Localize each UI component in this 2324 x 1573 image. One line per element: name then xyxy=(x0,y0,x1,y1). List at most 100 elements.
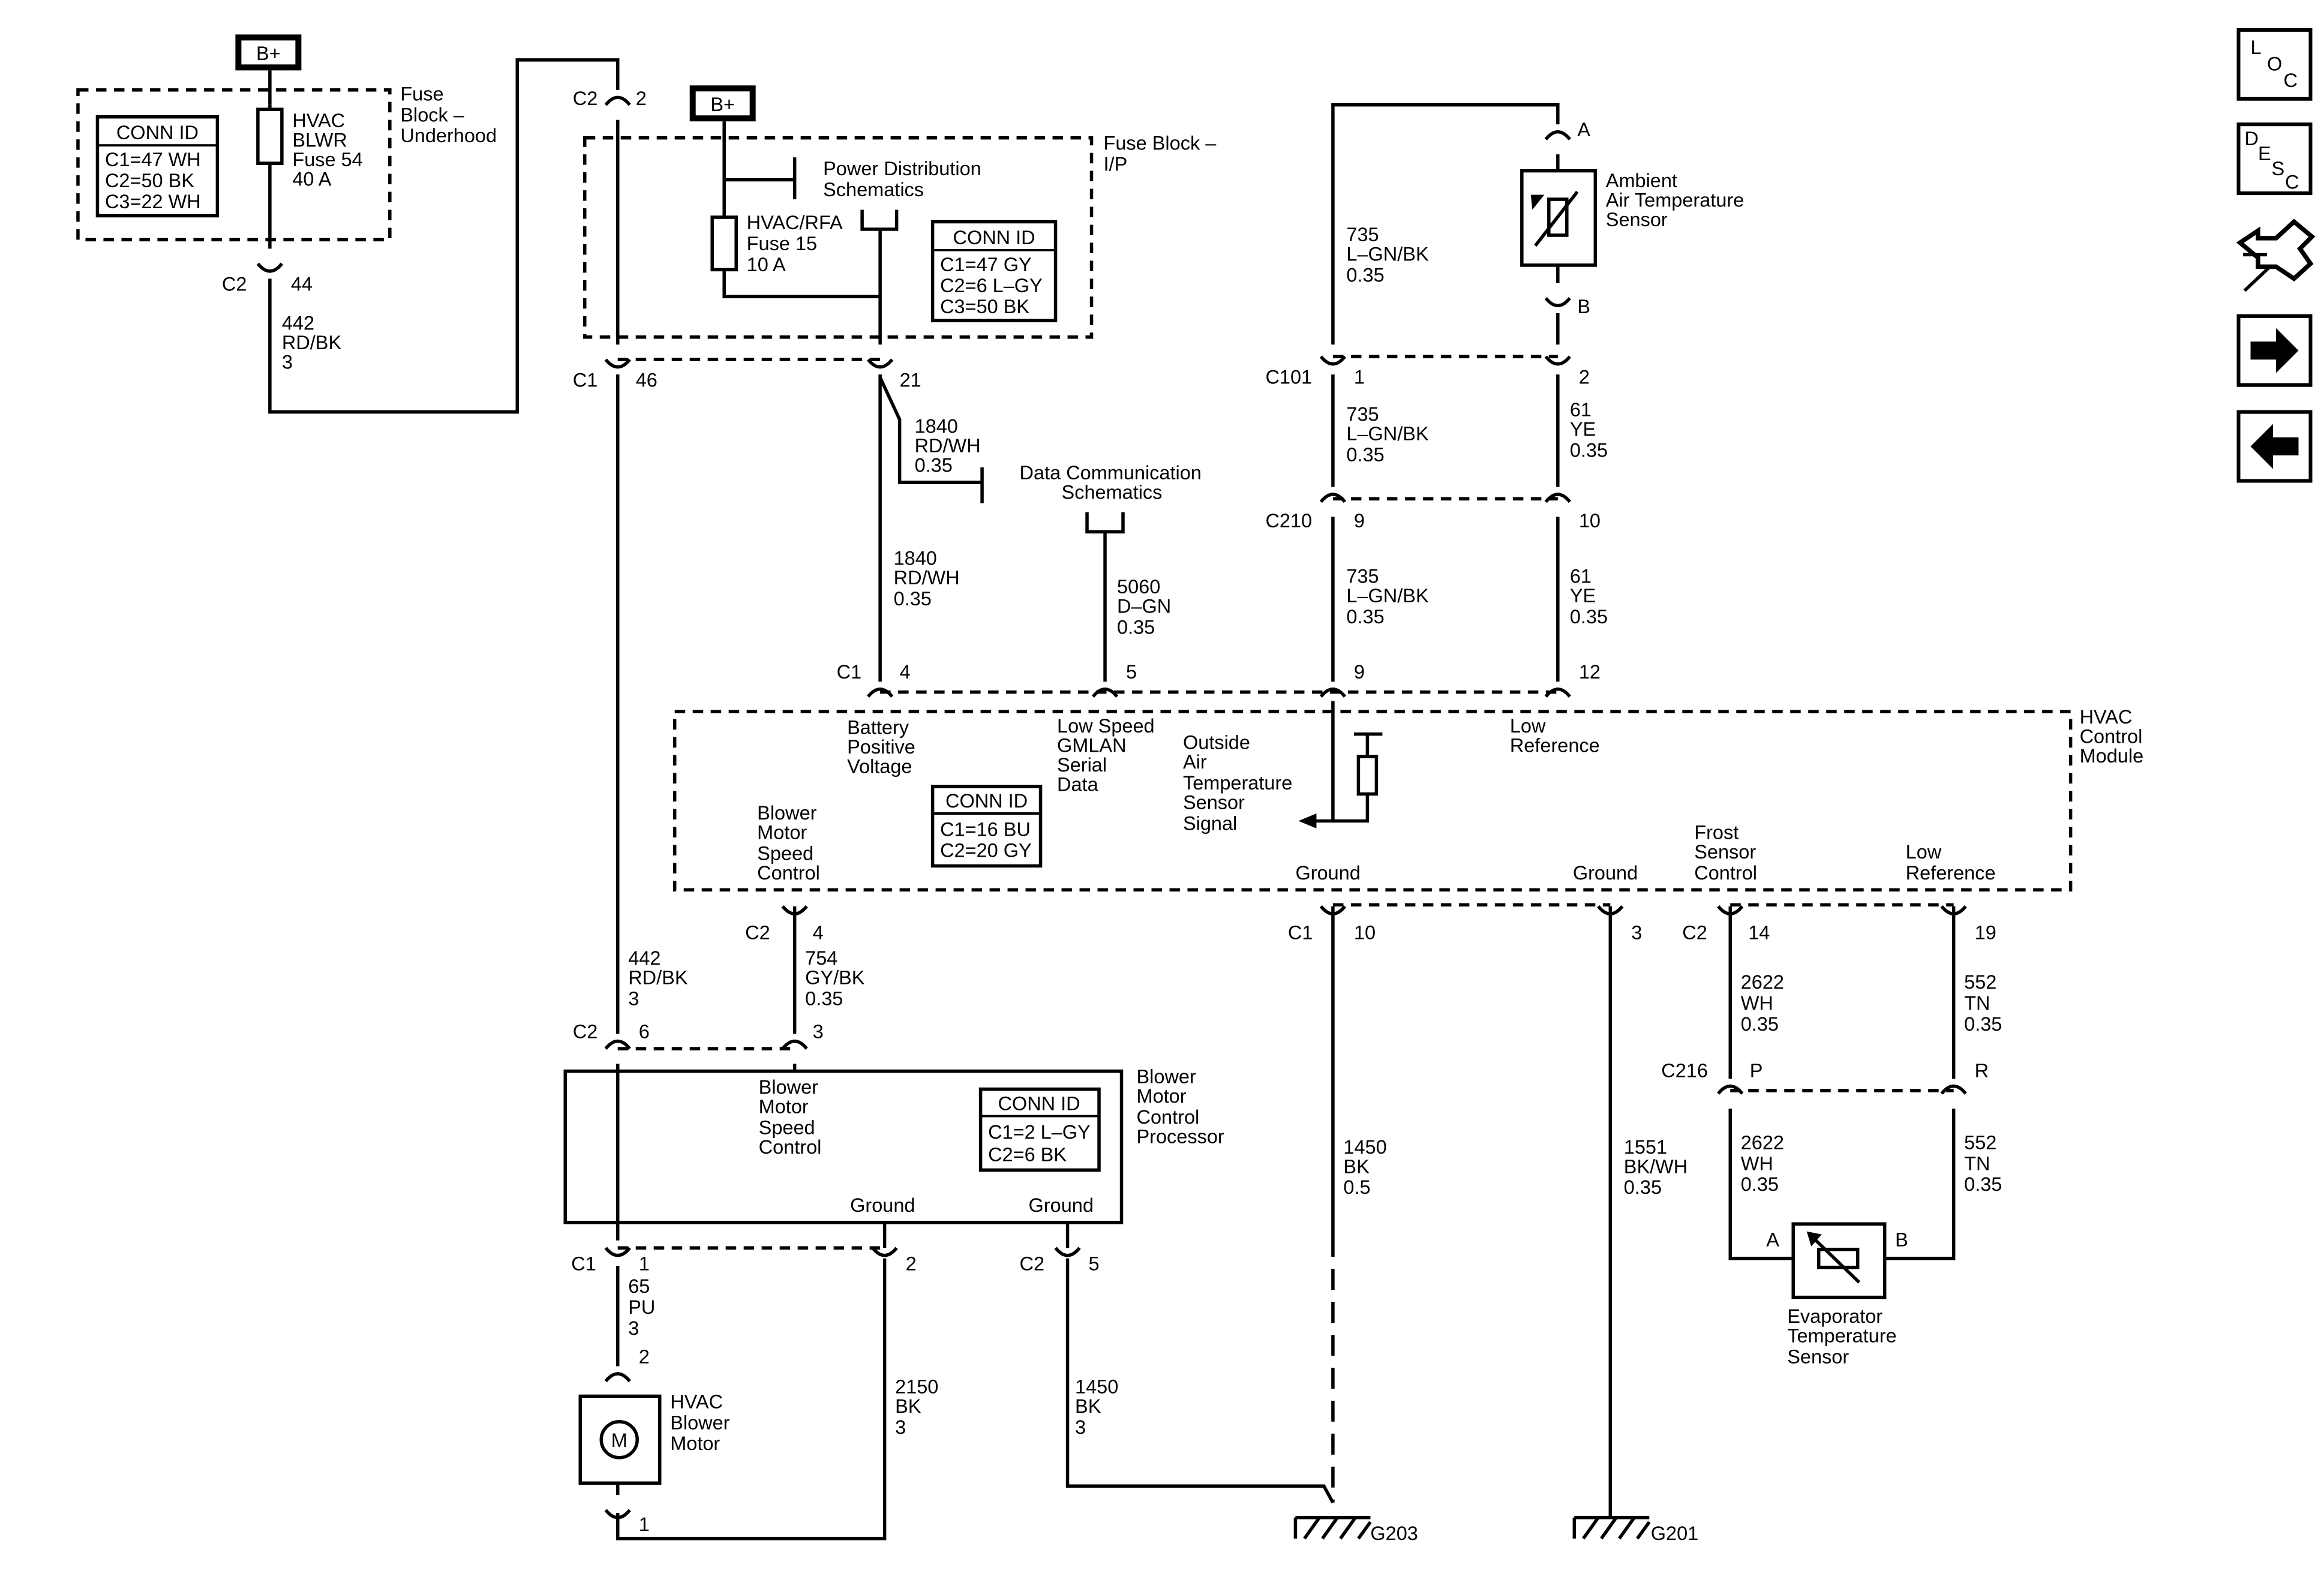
wire-labels: 442 RD/BK 3 1840 RD/WH 0.35 1840 RD/WH 0… xyxy=(282,224,2002,1438)
svg-text:552: 552 xyxy=(1964,1131,1996,1153)
loc-button[interactable]: L O C xyxy=(2236,28,2313,101)
svg-text:Schematics: Schematics xyxy=(823,179,924,200)
svg-text:Processor: Processor xyxy=(1137,1125,1224,1147)
svg-text:Positive: Positive xyxy=(847,736,915,758)
svg-text:Temperature: Temperature xyxy=(1787,1325,1896,1346)
svg-text:L–GN/BK: L–GN/BK xyxy=(1346,423,1429,445)
svg-text:Ground: Ground xyxy=(850,1194,915,1216)
svg-text:Motor: Motor xyxy=(670,1433,720,1454)
svg-text:E: E xyxy=(2258,143,2271,164)
svg-text:12: 12 xyxy=(1579,661,1601,683)
svg-text:2622: 2622 xyxy=(1741,1131,1784,1153)
svg-text:Reference: Reference xyxy=(1510,735,1600,757)
svg-text:Control: Control xyxy=(2080,726,2143,748)
svg-text:Module: Module xyxy=(2080,745,2144,767)
svg-text:M: M xyxy=(611,1430,627,1451)
svg-text:0.35: 0.35 xyxy=(1570,440,1608,461)
svg-text:1450: 1450 xyxy=(1343,1136,1386,1158)
wires xyxy=(268,58,1956,1541)
svg-text:Reference: Reference xyxy=(1906,862,1996,884)
svg-text:TN: TN xyxy=(1964,992,1990,1014)
svg-text:C1: C1 xyxy=(571,1253,596,1275)
ground-g201: G201 xyxy=(1572,1515,1698,1544)
svg-text:C2: C2 xyxy=(745,922,770,944)
svg-text:C1: C1 xyxy=(573,369,598,391)
svg-text:2: 2 xyxy=(1579,366,1590,388)
svg-text:S: S xyxy=(2272,158,2285,179)
svg-text:Low: Low xyxy=(1906,841,1942,863)
svg-text:61: 61 xyxy=(1570,565,1592,587)
svg-text:2: 2 xyxy=(636,88,647,109)
svg-text:5: 5 xyxy=(1089,1253,1100,1275)
svg-text:HVAC: HVAC xyxy=(670,1391,723,1412)
svg-text:C: C xyxy=(2285,172,2299,193)
svg-text:HVAC: HVAC xyxy=(292,110,345,131)
svg-text:I/P: I/P xyxy=(1104,154,1128,175)
arrow-left-icon xyxy=(2250,424,2299,469)
svg-text:2: 2 xyxy=(639,1346,650,1367)
svg-text:10: 10 xyxy=(1579,510,1601,532)
svg-text:RD/BK: RD/BK xyxy=(628,967,688,989)
svg-text:5: 5 xyxy=(1126,661,1137,683)
svg-text:9: 9 xyxy=(1354,510,1365,532)
svg-text:1: 1 xyxy=(639,1514,650,1535)
connector-labels: C2 2 C2 44 C1 46 21 C101 1 2 A B C210 9 … xyxy=(222,88,1996,1535)
svg-text:Data Communication: Data Communication xyxy=(1020,462,1202,484)
svg-text:65: 65 xyxy=(628,1275,650,1297)
svg-text:0.35: 0.35 xyxy=(1346,444,1384,466)
loc-icon xyxy=(2236,28,2313,101)
svg-text:Blower: Blower xyxy=(757,802,816,824)
svg-text:CONN ID: CONN ID xyxy=(953,227,1035,248)
svg-text:Evaporator: Evaporator xyxy=(1787,1305,1882,1327)
svg-text:735: 735 xyxy=(1346,224,1379,245)
svg-text:Air Temperature: Air Temperature xyxy=(1606,190,1744,211)
svg-text:Ground: Ground xyxy=(1295,862,1360,884)
svg-text:21: 21 xyxy=(900,369,921,391)
svg-text:BLWR: BLWR xyxy=(292,130,347,151)
svg-text:4: 4 xyxy=(813,922,824,944)
svg-text:1551: 1551 xyxy=(1624,1136,1667,1158)
next-button[interactable] xyxy=(2236,314,2313,387)
connector-end-view-button[interactable] xyxy=(2236,218,2316,292)
svg-text:2622: 2622 xyxy=(1741,971,1784,993)
svg-text:PU: PU xyxy=(628,1296,655,1318)
svg-text:Air: Air xyxy=(1183,751,1207,773)
svg-text:40 A: 40 A xyxy=(292,169,331,190)
svg-text:C: C xyxy=(2284,70,2298,91)
ground-g203: G203 xyxy=(1293,1515,1418,1544)
svg-text:0.35: 0.35 xyxy=(1570,606,1608,628)
svg-text:Sensor: Sensor xyxy=(1787,1346,1849,1367)
svg-text:0.35: 0.35 xyxy=(1741,1013,1779,1035)
svg-text:0.35: 0.35 xyxy=(894,588,932,610)
svg-text:Outside: Outside xyxy=(1183,732,1250,754)
svg-text:D–GN: D–GN xyxy=(1117,595,1171,617)
hvac-control-module: HVAC Control Module Battery Positive Vol… xyxy=(672,706,2144,892)
svg-text:C216: C216 xyxy=(1661,1059,1708,1081)
svg-text:L–GN/BK: L–GN/BK xyxy=(1346,585,1429,607)
svg-text:442: 442 xyxy=(628,947,660,969)
svg-text:C3=50 BK: C3=50 BK xyxy=(940,296,1029,317)
svg-text:2150: 2150 xyxy=(895,1376,938,1397)
ambient-air-temperature-sensor: Ambient Air Temperature Sensor xyxy=(1520,169,1744,267)
svg-text:C1=47 GY: C1=47 GY xyxy=(940,254,1032,275)
svg-text:Low Speed: Low Speed xyxy=(1057,715,1155,737)
svg-text:YE: YE xyxy=(1570,585,1596,607)
svg-text:5060: 5060 xyxy=(1117,576,1160,598)
desc-icon xyxy=(2236,122,2313,196)
arrow-right-icon xyxy=(2250,328,2299,373)
svg-text:46: 46 xyxy=(636,369,657,391)
desc-button[interactable]: D E S C xyxy=(2236,122,2313,196)
svg-text:Battery: Battery xyxy=(847,717,909,739)
svg-text:Control: Control xyxy=(1694,862,1757,884)
svg-text:C2: C2 xyxy=(573,88,598,109)
svg-text:Motor: Motor xyxy=(757,821,807,843)
svg-text:Underhood: Underhood xyxy=(400,125,497,146)
svg-text:C2: C2 xyxy=(573,1021,598,1043)
svg-text:Voltage: Voltage xyxy=(847,756,912,778)
svg-text:Frost: Frost xyxy=(1694,821,1739,843)
data-communication-ref: Data Communication Schematics xyxy=(1020,462,1202,503)
svg-text:Temperature: Temperature xyxy=(1183,772,1292,794)
svg-text:3: 3 xyxy=(895,1416,906,1438)
svg-text:3: 3 xyxy=(628,1317,639,1339)
prev-button[interactable] xyxy=(2236,410,2313,483)
